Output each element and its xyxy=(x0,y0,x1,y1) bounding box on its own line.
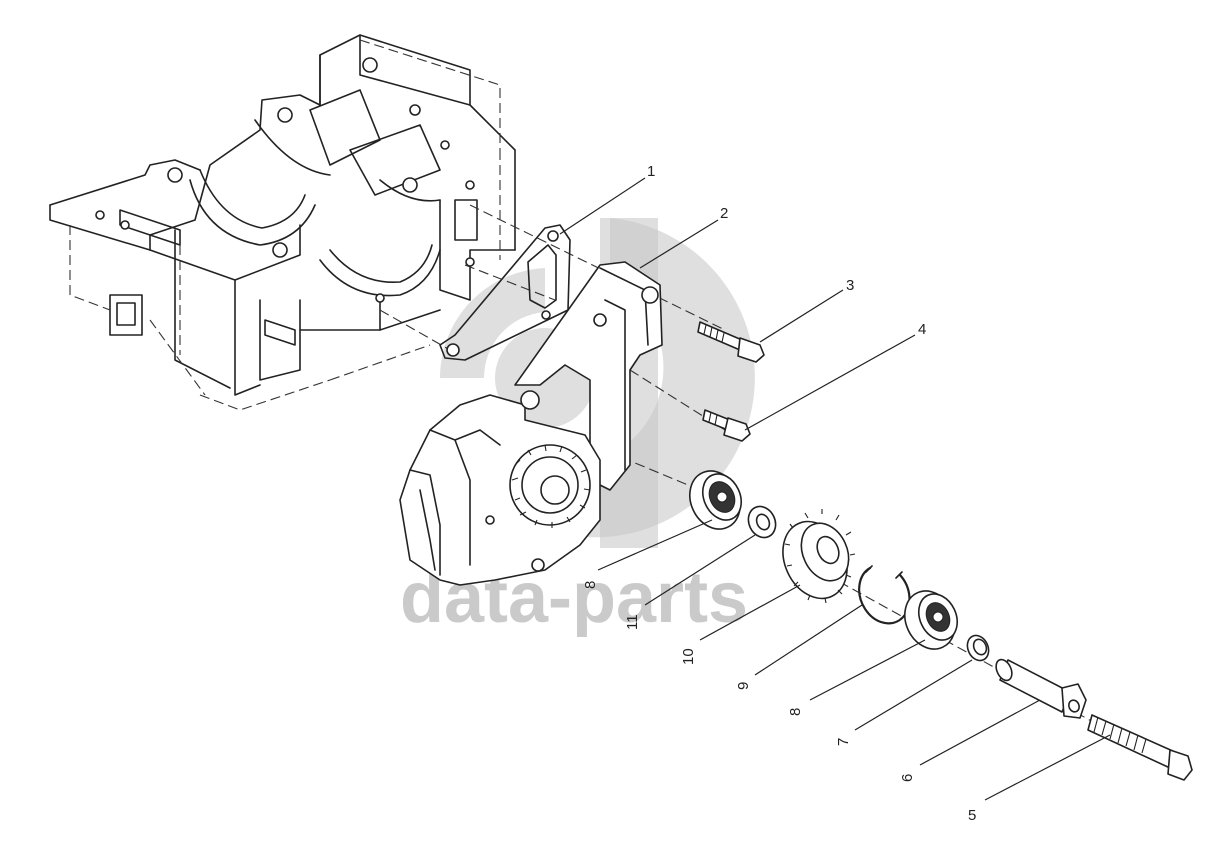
snap-ring-9 xyxy=(858,565,911,625)
callout-7: 7 xyxy=(835,738,852,746)
callout-8-upper: 8 xyxy=(582,581,599,589)
washer-11 xyxy=(747,505,777,539)
callout-2: 2 xyxy=(720,205,728,222)
callout-5: 5 xyxy=(968,807,976,824)
gasket xyxy=(439,224,571,361)
callout-1: 1 xyxy=(647,163,655,180)
bearing-8-upper xyxy=(689,470,743,530)
callout-4: 4 xyxy=(918,321,926,338)
callout-11: 11 xyxy=(624,614,641,630)
pump-bracket xyxy=(514,261,663,491)
oil-pump-housing xyxy=(399,390,601,586)
shaft-6 xyxy=(995,658,1087,719)
callout-6: 6 xyxy=(899,774,916,782)
leader-lines xyxy=(559,177,1111,801)
engine-block xyxy=(49,34,516,411)
bolt-4 xyxy=(702,409,751,442)
bolt-3 xyxy=(697,321,765,363)
spacer-7 xyxy=(966,634,990,662)
callout-3: 3 xyxy=(846,277,854,294)
callout-8-lower: 8 xyxy=(787,708,804,716)
gear-10 xyxy=(782,509,856,604)
callout-9: 9 xyxy=(735,682,752,690)
callout-10: 10 xyxy=(680,648,697,665)
bolt-5 xyxy=(1087,714,1193,781)
callout-labels: 1 2 3 4 8 11 10 9 8 7 6 5 xyxy=(582,163,976,824)
bearing-8-lower xyxy=(904,590,959,650)
pump-gear xyxy=(509,444,591,528)
